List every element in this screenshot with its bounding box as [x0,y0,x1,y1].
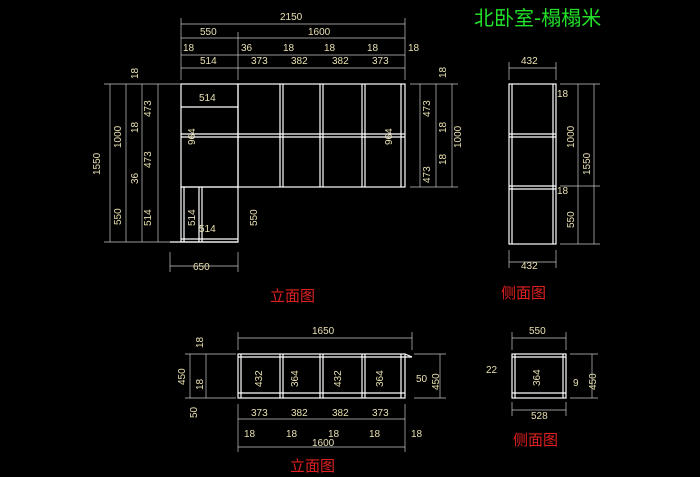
front-elevation-dims [104,18,458,272]
caption-front-elevation-top: 立面图 [270,287,316,305]
label-panel-left: 964 [187,128,198,145]
side-inner-0: 18 [557,89,569,100]
bf-inner-2: 432 [333,370,344,387]
bs-dim-right-a: 9 [573,378,579,389]
bs-dim-right-overall: 450 [588,373,599,390]
bf-seg-0: 373 [251,408,268,419]
bf-dim-right-a: 50 [416,374,428,385]
dim-left-lower: 550 [113,208,124,225]
dim-right-width: 1600 [308,27,331,38]
label-lower-right: 550 [249,209,260,226]
label-shelf-bottom: 514 [199,224,216,235]
caption-side-elevation-top: 侧面图 [501,284,547,302]
dim-seg-0: 18 [183,43,195,54]
drawing-title: 北卧室-榻榻米 [474,6,602,30]
front-right-frame [237,83,406,188]
dim-left-upper: 1000 [113,125,124,148]
dim-seg-2: 36 [241,43,253,54]
bottom-front-elevation [237,353,413,399]
bf-tick-4: 18 [411,429,423,440]
bottom-side-frame [511,353,567,399]
front-elevation [170,83,406,243]
bf-tick-2: 18 [328,429,340,440]
dim-left-inner-2: 18 [130,121,141,133]
caption-front-elevation-bottom: 立面图 [290,457,336,475]
bf-seg-1: 382 [291,408,308,419]
side-dim-bottom: 432 [521,261,538,272]
dim-seg-4: 18 [283,43,295,54]
bf-tick-1: 18 [286,429,298,440]
bottom-side-dims [511,332,598,416]
bs-dim-top: 550 [529,326,546,337]
dim-seg-1: 514 [200,56,217,67]
bottom-side-dim-text: 550 22 364 9 450 528 [486,326,599,422]
dim-right-c: 18 [438,121,449,133]
bf-dim-left-a: 18 [195,336,206,348]
side-elevation-dim-text: 432 432 18 18 1000 550 1550 [521,56,593,272]
bottom-front-dim-text: 1650 450 18 18 50 432 364 432 364 450 50… [177,326,442,449]
dim-left-inner-0: 18 [130,67,141,79]
dim-left-width: 550 [200,27,217,38]
dim-seg-5: 382 [291,56,308,67]
bf-dim-left-b: 18 [195,378,206,390]
side-dim-lower: 550 [566,211,577,228]
bf-inner-3: 364 [375,370,386,387]
caption-side-elevation-bottom: 侧面图 [513,431,559,449]
bf-seg-3: 373 [372,408,389,419]
label-shelf-top: 514 [199,93,216,104]
side-frame [508,83,557,245]
dim-left-inner-1: 473 [143,100,154,117]
bf-seg-2: 382 [332,408,349,419]
side-inner-1: 18 [557,186,569,197]
dim-right-e: 18 [438,153,449,165]
side-dim-top: 432 [521,56,538,67]
front-elevation-dim-text: 2150 550 1600 18 514 36 373 18 382 18 38… [92,12,464,273]
bf-tick-3: 18 [369,429,381,440]
bf-inner-1: 364 [290,370,301,387]
bs-left-label: 22 [486,365,498,376]
bf-inner-0: 432 [254,370,265,387]
dim-seg-6: 18 [324,43,336,54]
dim-right-overall: 1000 [453,125,464,148]
side-dim-overall: 1550 [582,152,593,175]
dim-left-inner-4: 36 [130,172,141,184]
label-panel-right: 964 [384,128,395,145]
dim-seg-10: 18 [408,43,420,54]
dim-right-d: 473 [422,166,433,183]
bottom-front-frame [237,353,406,399]
dim-left-inner-5: 514 [143,209,154,226]
bf-tick-0: 18 [244,429,256,440]
bs-dim-bottom: 528 [531,411,548,422]
dim-seg-8: 18 [367,43,379,54]
bottom-front-dims [185,332,446,452]
side-elevation [508,83,557,245]
bs-inner: 364 [532,369,543,386]
bf-dim-top: 1650 [312,326,335,337]
dim-overall-width: 2150 [280,12,303,23]
dim-left-inner-3: 473 [143,151,154,168]
side-dim-upper: 1000 [566,125,577,148]
dim-right-a: 18 [438,66,449,78]
dim-right-b: 473 [422,100,433,117]
label-lower-panel: 514 [187,209,198,226]
bottom-side-elevation [511,353,567,399]
bf-dim-right-overall: 450 [431,373,442,390]
bf-overall-bottom: 1600 [312,438,335,449]
dim-seg-7: 382 [332,56,349,67]
dim-left-overall: 1550 [92,152,103,175]
dim-bottom: 650 [193,262,210,273]
dim-seg-3: 373 [251,56,268,67]
side-elevation-dims [508,62,600,268]
dim-seg-9: 373 [372,56,389,67]
bf-dim-left-c: 50 [189,406,200,418]
bf-dim-left-overall: 450 [177,368,188,385]
